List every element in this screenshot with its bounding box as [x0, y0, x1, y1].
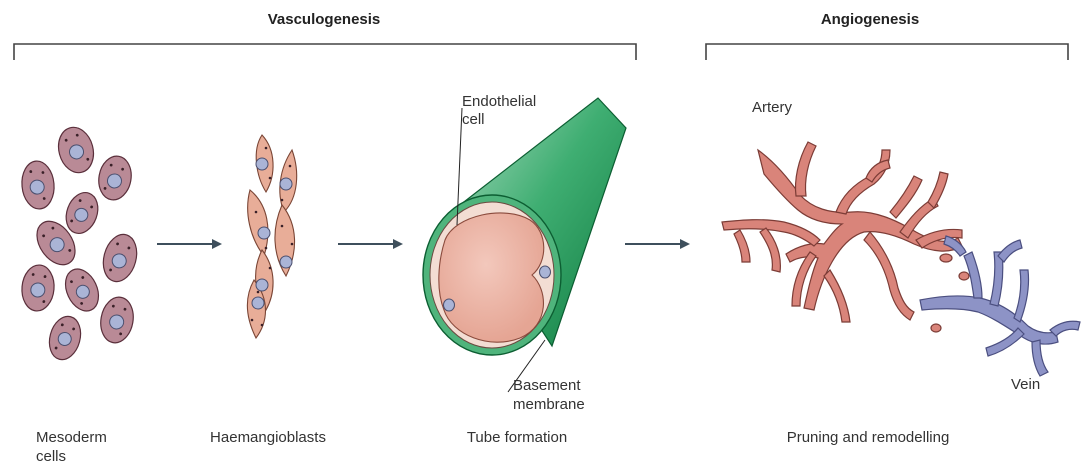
- vein-label: Vein: [1011, 376, 1040, 393]
- angiogenesis-header: Angiogenesis: [821, 11, 919, 28]
- pruning-remodelling-label: Pruning and remodelling: [787, 429, 950, 446]
- tube-formation-illustration: [423, 98, 626, 392]
- mesoderm-cell: [20, 160, 56, 211]
- mesoderm-cell: [98, 231, 141, 286]
- mesoderm-cell: [45, 313, 85, 363]
- mesoderm-cell: [59, 264, 105, 317]
- basement-membrane-label-line1: Basement: [513, 377, 581, 394]
- mesoderm-cell: [20, 264, 56, 313]
- endothelial-nucleus: [540, 266, 551, 278]
- mesoderm-cells-label-line2: cells: [36, 448, 66, 465]
- tube-formation-label: Tube formation: [467, 429, 567, 446]
- angiogenesis-bracket: [706, 44, 1068, 60]
- mesoderm-cell: [95, 154, 134, 203]
- endothelial-nucleus: [444, 299, 455, 311]
- vessel-lumen: [439, 213, 544, 342]
- vasculogenesis-header: Vasculogenesis: [268, 11, 381, 28]
- haemangioblast-cell: [248, 190, 268, 256]
- haemangioblasts-label: Haemangioblasts: [210, 429, 326, 446]
- vasculogenesis-bracket: [14, 44, 636, 60]
- haemangioblasts-illustration: [247, 135, 296, 338]
- arrow-haemangioblasts-to-tube: [338, 239, 403, 249]
- artery-label: Artery: [752, 99, 793, 116]
- mesoderm-cells-illustration: [20, 123, 142, 363]
- basement-membrane-label-line2: membrane: [513, 396, 585, 413]
- mesoderm-cell: [54, 123, 99, 176]
- arrow-tube-to-remodelling: [625, 239, 690, 249]
- endothelial-cell-label-line1: Endothelial: [462, 93, 536, 110]
- mesoderm-cells-label-line1: Mesoderm: [36, 429, 107, 446]
- endothelial-cell-label-line2: cell: [462, 111, 485, 128]
- mesoderm-cell: [97, 295, 137, 346]
- arrow-mesoderm-to-haemangioblasts: [157, 239, 222, 249]
